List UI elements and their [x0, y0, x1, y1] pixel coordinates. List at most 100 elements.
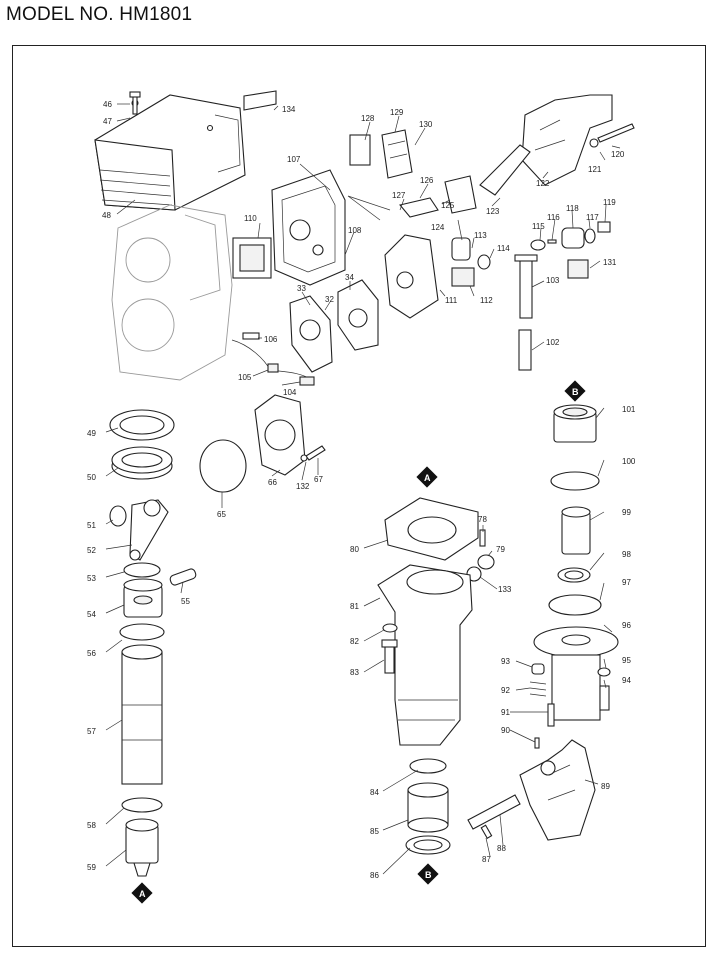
reference-markers: A A B B: [131, 380, 586, 904]
part-100-oring: [550, 471, 600, 491]
part-56-ring: [119, 623, 165, 641]
part-99-bushing: [561, 506, 591, 555]
callout-65: 65: [217, 510, 226, 519]
callout-125: 125: [441, 201, 455, 210]
svg-text:A: A: [424, 473, 431, 483]
part-80-gasket: [384, 497, 479, 561]
callout-92: 92: [501, 686, 510, 695]
callout-122: 122: [536, 179, 550, 188]
part-90-91-pin: [534, 703, 555, 749]
part-67-bolt: [300, 445, 326, 462]
part-115-119-small-parts: [530, 221, 611, 279]
callout-82: 82: [350, 637, 359, 646]
part-48-motor-cover: [94, 94, 246, 211]
callout-32: 32: [325, 295, 334, 304]
callout-96: 96: [622, 621, 631, 630]
part-85-sleeve: [407, 782, 449, 833]
part-87-88-pin: [467, 794, 521, 839]
part-98-ring: [557, 567, 591, 583]
part-96-retainer: [533, 626, 619, 721]
callout-134: 134: [282, 105, 296, 114]
callout-33: 33: [297, 284, 306, 293]
callout-115: 115: [532, 222, 545, 231]
crank-housing-outline: [111, 204, 233, 381]
callout-labels: 46 47 48 134 107 110 128 129 130 126 127…: [87, 100, 636, 880]
callout-95: 95: [622, 656, 631, 665]
part-101-cap: [553, 404, 597, 443]
callout-89: 89: [601, 782, 610, 791]
callout-124: 124: [431, 223, 445, 232]
callout-80: 80: [350, 545, 359, 554]
callout-128: 128: [361, 114, 375, 123]
marker-b-lower: B: [417, 863, 439, 885]
part-65-oring: [199, 439, 247, 493]
svg-text:B: B: [425, 870, 432, 880]
callout-49: 49: [87, 429, 96, 438]
callout-106: 106: [264, 335, 278, 344]
callout-85: 85: [370, 827, 379, 836]
part-34-plate: [337, 279, 379, 351]
callout-123: 123: [486, 207, 500, 216]
callout-94: 94: [622, 676, 631, 685]
callout-78: 78: [478, 515, 487, 524]
part-51-52-connecting-rod: [109, 499, 169, 561]
callout-51: 51: [87, 521, 96, 530]
callout-46: 46: [103, 100, 112, 109]
callout-34: 34: [345, 273, 354, 282]
svg-text:B: B: [572, 387, 579, 397]
callout-59: 59: [87, 863, 96, 872]
part-86-ring: [405, 835, 451, 855]
callout-67: 67: [314, 475, 323, 484]
callout-116: 116: [547, 213, 560, 222]
part-124-126-terminal: [399, 175, 477, 218]
callout-110: 110: [244, 214, 257, 223]
callout-88: 88: [497, 844, 506, 853]
part-92-93-spring: [529, 663, 547, 697]
callout-48: 48: [102, 211, 111, 220]
callout-117: 117: [586, 213, 599, 222]
callout-118: 118: [566, 204, 579, 213]
part-33-plate: [289, 295, 333, 373]
callout-81: 81: [350, 602, 359, 611]
callout-57: 57: [87, 727, 96, 736]
callout-86: 86: [370, 871, 379, 880]
callout-52: 52: [87, 546, 96, 555]
part-66-cover: [254, 394, 306, 476]
marker-a-upper: A: [416, 466, 438, 488]
callout-50: 50: [87, 473, 96, 482]
part-111-cover: [384, 234, 439, 319]
callout-99: 99: [622, 508, 631, 517]
part-128-129-holder: [349, 129, 413, 179]
callout-130: 130: [419, 120, 433, 129]
callout-58: 58: [87, 821, 96, 830]
part-97-oring: [548, 594, 602, 616]
part-107-housing: [271, 169, 346, 286]
callout-100: 100: [622, 457, 636, 466]
part-120-screw: [589, 123, 635, 148]
callout-120: 120: [611, 150, 625, 159]
callout-53: 53: [87, 574, 96, 583]
part-78-pin: [479, 529, 486, 547]
part-54-piston: [123, 578, 163, 618]
svg-text:A: A: [139, 889, 146, 899]
callout-91: 91: [501, 708, 510, 717]
part-82-83-bolt: [381, 623, 398, 674]
part-110-switch: [232, 237, 272, 279]
part-59-striker: [125, 818, 159, 877]
part-123-bracket: [479, 144, 531, 196]
callout-87: 87: [482, 855, 491, 864]
part-84-ring: [409, 758, 447, 774]
callout-54: 54: [87, 610, 96, 619]
part-46-47-bolt: [129, 91, 141, 115]
marker-a-lower: A: [131, 882, 153, 904]
callout-112: 112: [480, 296, 493, 305]
part-112-113-114-brushes: [451, 237, 491, 287]
diagram-frame: [12, 45, 706, 947]
part-81-barrel: [377, 564, 473, 746]
callout-98: 98: [622, 550, 631, 559]
callout-131: 131: [603, 258, 617, 267]
model-number-title: MODEL NO. HM1801: [6, 4, 193, 25]
callout-84: 84: [370, 788, 379, 797]
callout-102: 102: [546, 338, 560, 347]
